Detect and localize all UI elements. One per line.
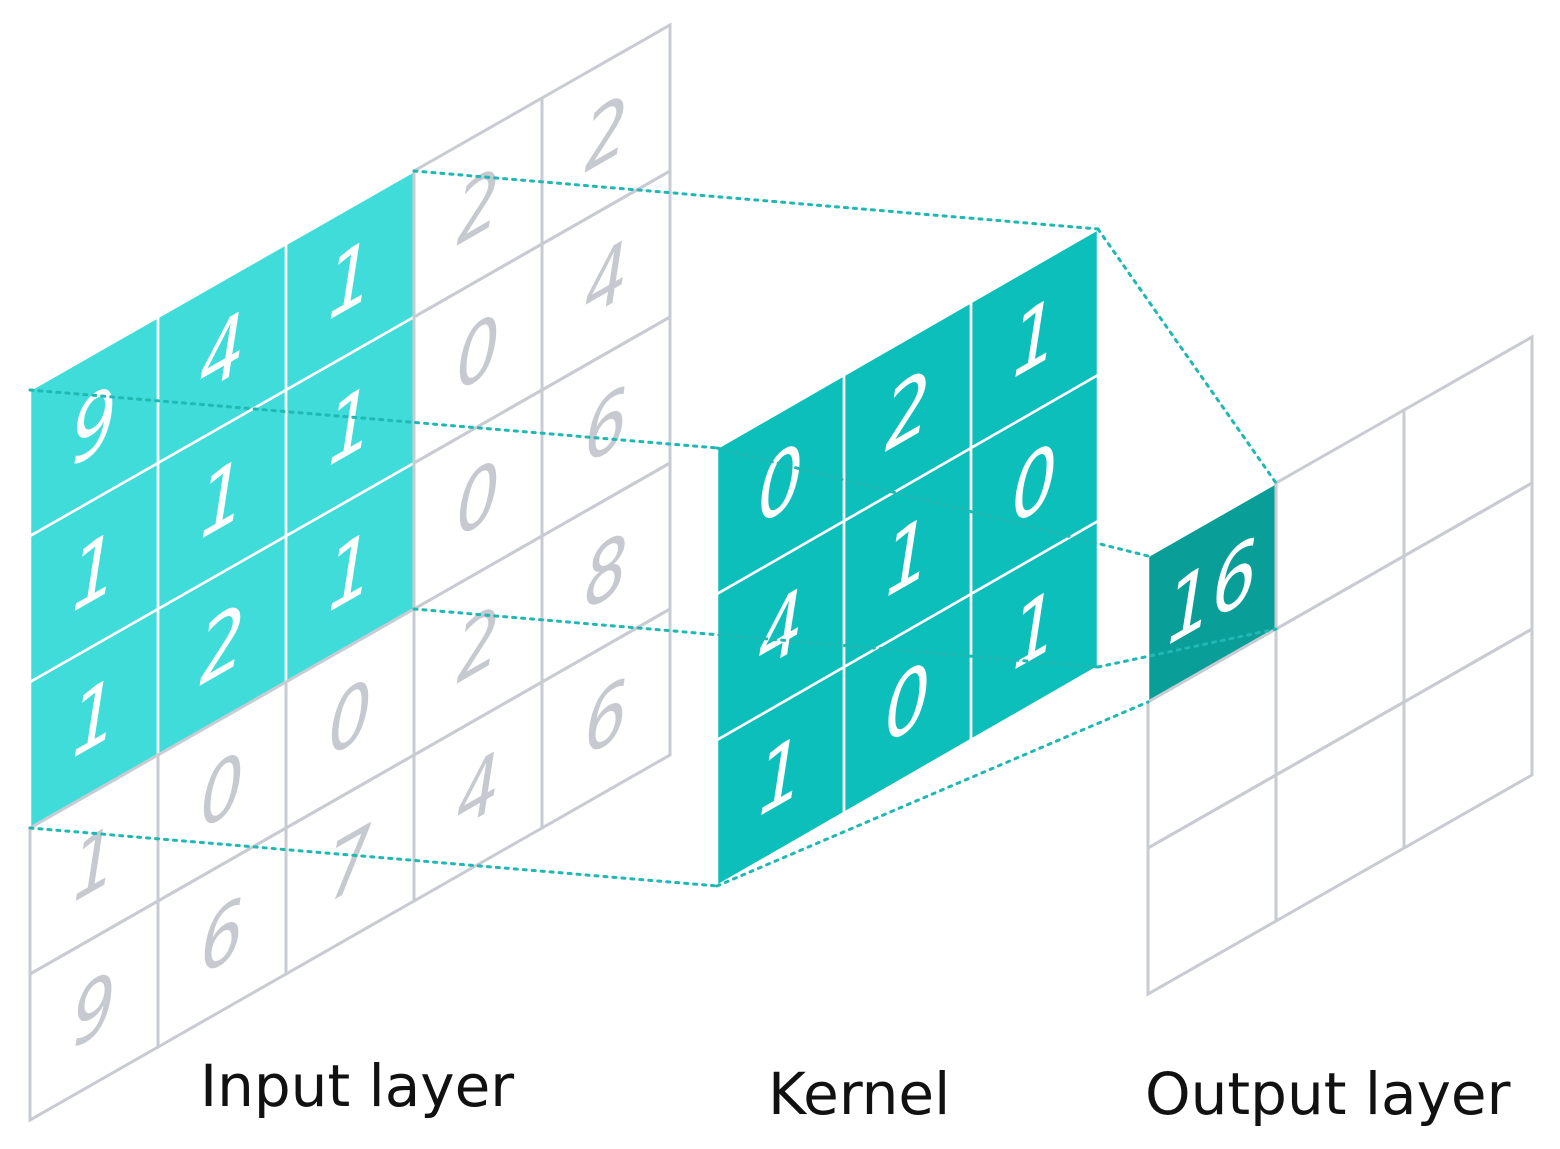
input-cell-value: 8 <box>584 515 627 630</box>
input-cell-border <box>540 606 672 831</box>
output-layer-grid: 16 <box>1146 334 1534 997</box>
output-cell-border <box>1274 553 1406 778</box>
projection-line <box>28 826 719 888</box>
input-cell-value: 6 <box>584 661 627 776</box>
input-cell-value: 2 <box>456 588 499 703</box>
output-cell-border <box>1402 480 1534 705</box>
output-cell-border <box>1274 699 1406 924</box>
input-cell-value: 6 <box>200 880 243 995</box>
projection-line <box>412 607 1100 669</box>
input-cell-value: 2 <box>456 150 499 265</box>
output-cell-border <box>1146 772 1278 997</box>
input-cell-value: 7 <box>328 807 371 922</box>
input-cell-value: 4 <box>584 223 627 338</box>
projection-line <box>715 700 1150 888</box>
input-cell-value: 6 <box>584 369 627 484</box>
output-cell-border <box>1274 407 1406 632</box>
input-layer-label: Input layer <box>200 1052 515 1120</box>
output-cell-border <box>1402 626 1534 851</box>
input-cell-value: 1 <box>72 807 115 922</box>
input-cell-value: 9 <box>72 953 115 1068</box>
input-cell-value: 4 <box>456 734 499 849</box>
projection-line <box>28 388 719 450</box>
input-cell-value: 0 <box>456 442 499 557</box>
input-cell-value: 0 <box>456 296 499 411</box>
output-cell-border <box>1402 334 1534 559</box>
input-cell-value: 0 <box>200 734 243 849</box>
projection-lines <box>28 169 1278 888</box>
projection-line <box>1096 227 1278 485</box>
input-cell-value: 2 <box>584 77 627 192</box>
input-cell-value: 0 <box>328 661 371 776</box>
kernel-label: Kernel <box>768 1060 951 1128</box>
projection-line <box>1096 627 1278 669</box>
projection-line <box>715 446 1150 558</box>
projection-line <box>412 169 1100 231</box>
output-layer-label: Output layer <box>1145 1060 1511 1128</box>
